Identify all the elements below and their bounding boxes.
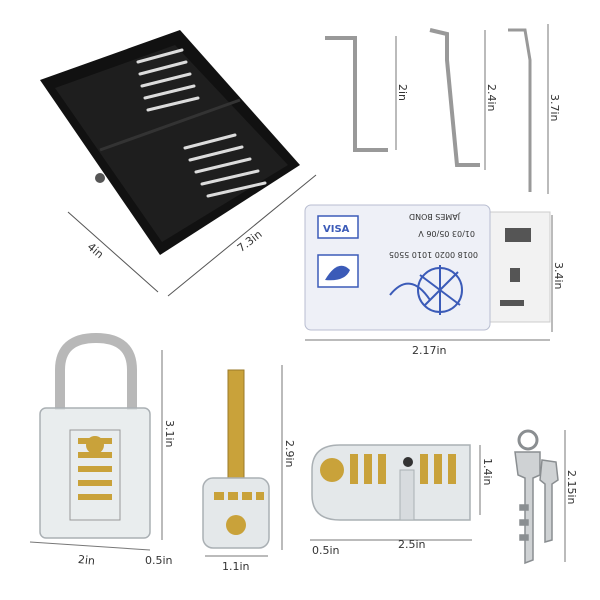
hook-pick-2 [429, 28, 480, 167]
lock-pick-card: VISA JAMES BOND 01/03 05/06 V 0018 0020 … [304, 204, 551, 331]
card-dates: 01/03 05/06 V [418, 229, 475, 238]
padlock-width-label: 2in [77, 553, 95, 568]
training-lock-height-label: 2.9in [283, 440, 296, 468]
euro-cylinder-lock [311, 444, 471, 521]
cylinder-lock-width-label: 2.5in [398, 538, 426, 551]
card-globe-icon [389, 265, 463, 315]
card-number: 0018 0020 1010 5505 [389, 250, 478, 259]
padlock-height-label: 3.1in [163, 420, 176, 448]
keys-height-label: 2.15in [565, 470, 578, 505]
cylinder-lock-depth-label: 0.5in [312, 544, 340, 557]
case-length-label: 7.3in [235, 228, 265, 255]
padlock-width-dimension-line [29, 541, 151, 551]
case-button-icon [95, 173, 105, 183]
case-dimension-lines [67, 174, 317, 297]
tool-case [40, 30, 300, 255]
card-holder: JAMES BOND [409, 212, 461, 221]
card-width-label: 2.17in [412, 344, 447, 357]
padlock-depth-label: 0.5in [145, 554, 173, 567]
pick-1-height-label: 2in [396, 84, 409, 101]
pick-3-height-label: 3.7in [548, 94, 561, 122]
hook-pick-1 [325, 36, 388, 152]
hook-pick-3 [508, 28, 532, 192]
training-lock-width-label: 1.1in [222, 560, 250, 573]
card-brand: VISA [323, 224, 350, 235]
cutaway-training-lock [202, 369, 270, 549]
case-picks [136, 48, 267, 198]
pick-2-height-label: 2.4in [485, 84, 498, 112]
transparent-padlock [39, 332, 151, 539]
card-logo [317, 215, 359, 239]
card-height-label: 3.4in [552, 262, 565, 290]
keys-icon [514, 429, 559, 565]
card-picks [500, 228, 531, 306]
cylinder-lock-height-label: 1.4in [481, 458, 494, 486]
